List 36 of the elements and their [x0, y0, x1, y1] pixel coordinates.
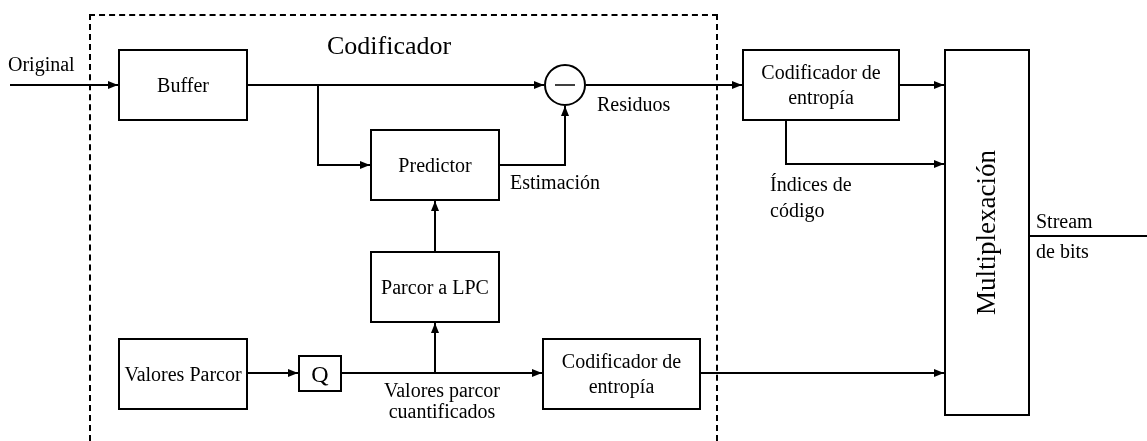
block-label: Buffer [157, 72, 209, 98]
quantizer-box [298, 355, 342, 392]
process-box [742, 49, 900, 121]
process-box [118, 338, 248, 410]
arrow [431, 200, 439, 252]
arrow [899, 81, 945, 89]
block-label: Multiplexación [970, 150, 1003, 315]
edge-label: Valores parcor cuantificados [382, 380, 502, 422]
arrow [247, 84, 371, 169]
edge-label: Índices de código [770, 172, 853, 223]
edge-label: Residuos [597, 92, 671, 116]
group-title: Codificador [327, 30, 452, 62]
connector-line [1029, 235, 1147, 237]
arrow [499, 105, 569, 166]
block-label: Codificador de entropía [560, 349, 683, 399]
arrow [585, 81, 743, 89]
encoder-group [89, 14, 718, 441]
multiplexer-box [944, 49, 1030, 416]
process-box [370, 251, 500, 323]
edge-label: Original [8, 52, 75, 76]
edge-label: Stream de bits [1036, 209, 1094, 264]
arrow [9, 81, 119, 89]
block-label: Codificador de entropía [760, 60, 882, 110]
arrow [700, 369, 945, 377]
block-label: Q [311, 359, 329, 389]
arrow [247, 369, 299, 377]
arrow [785, 120, 945, 168]
subtractor-circle [544, 64, 586, 106]
edge-label: Estimación [510, 170, 600, 194]
block-label: Predictor [398, 152, 472, 178]
block-label: Parcor a LPC [381, 274, 489, 300]
process-box [370, 129, 500, 201]
arrow [341, 322, 439, 374]
process-box [118, 49, 248, 121]
block-label: Valores Parcor [124, 361, 242, 387]
process-box [542, 338, 701, 410]
